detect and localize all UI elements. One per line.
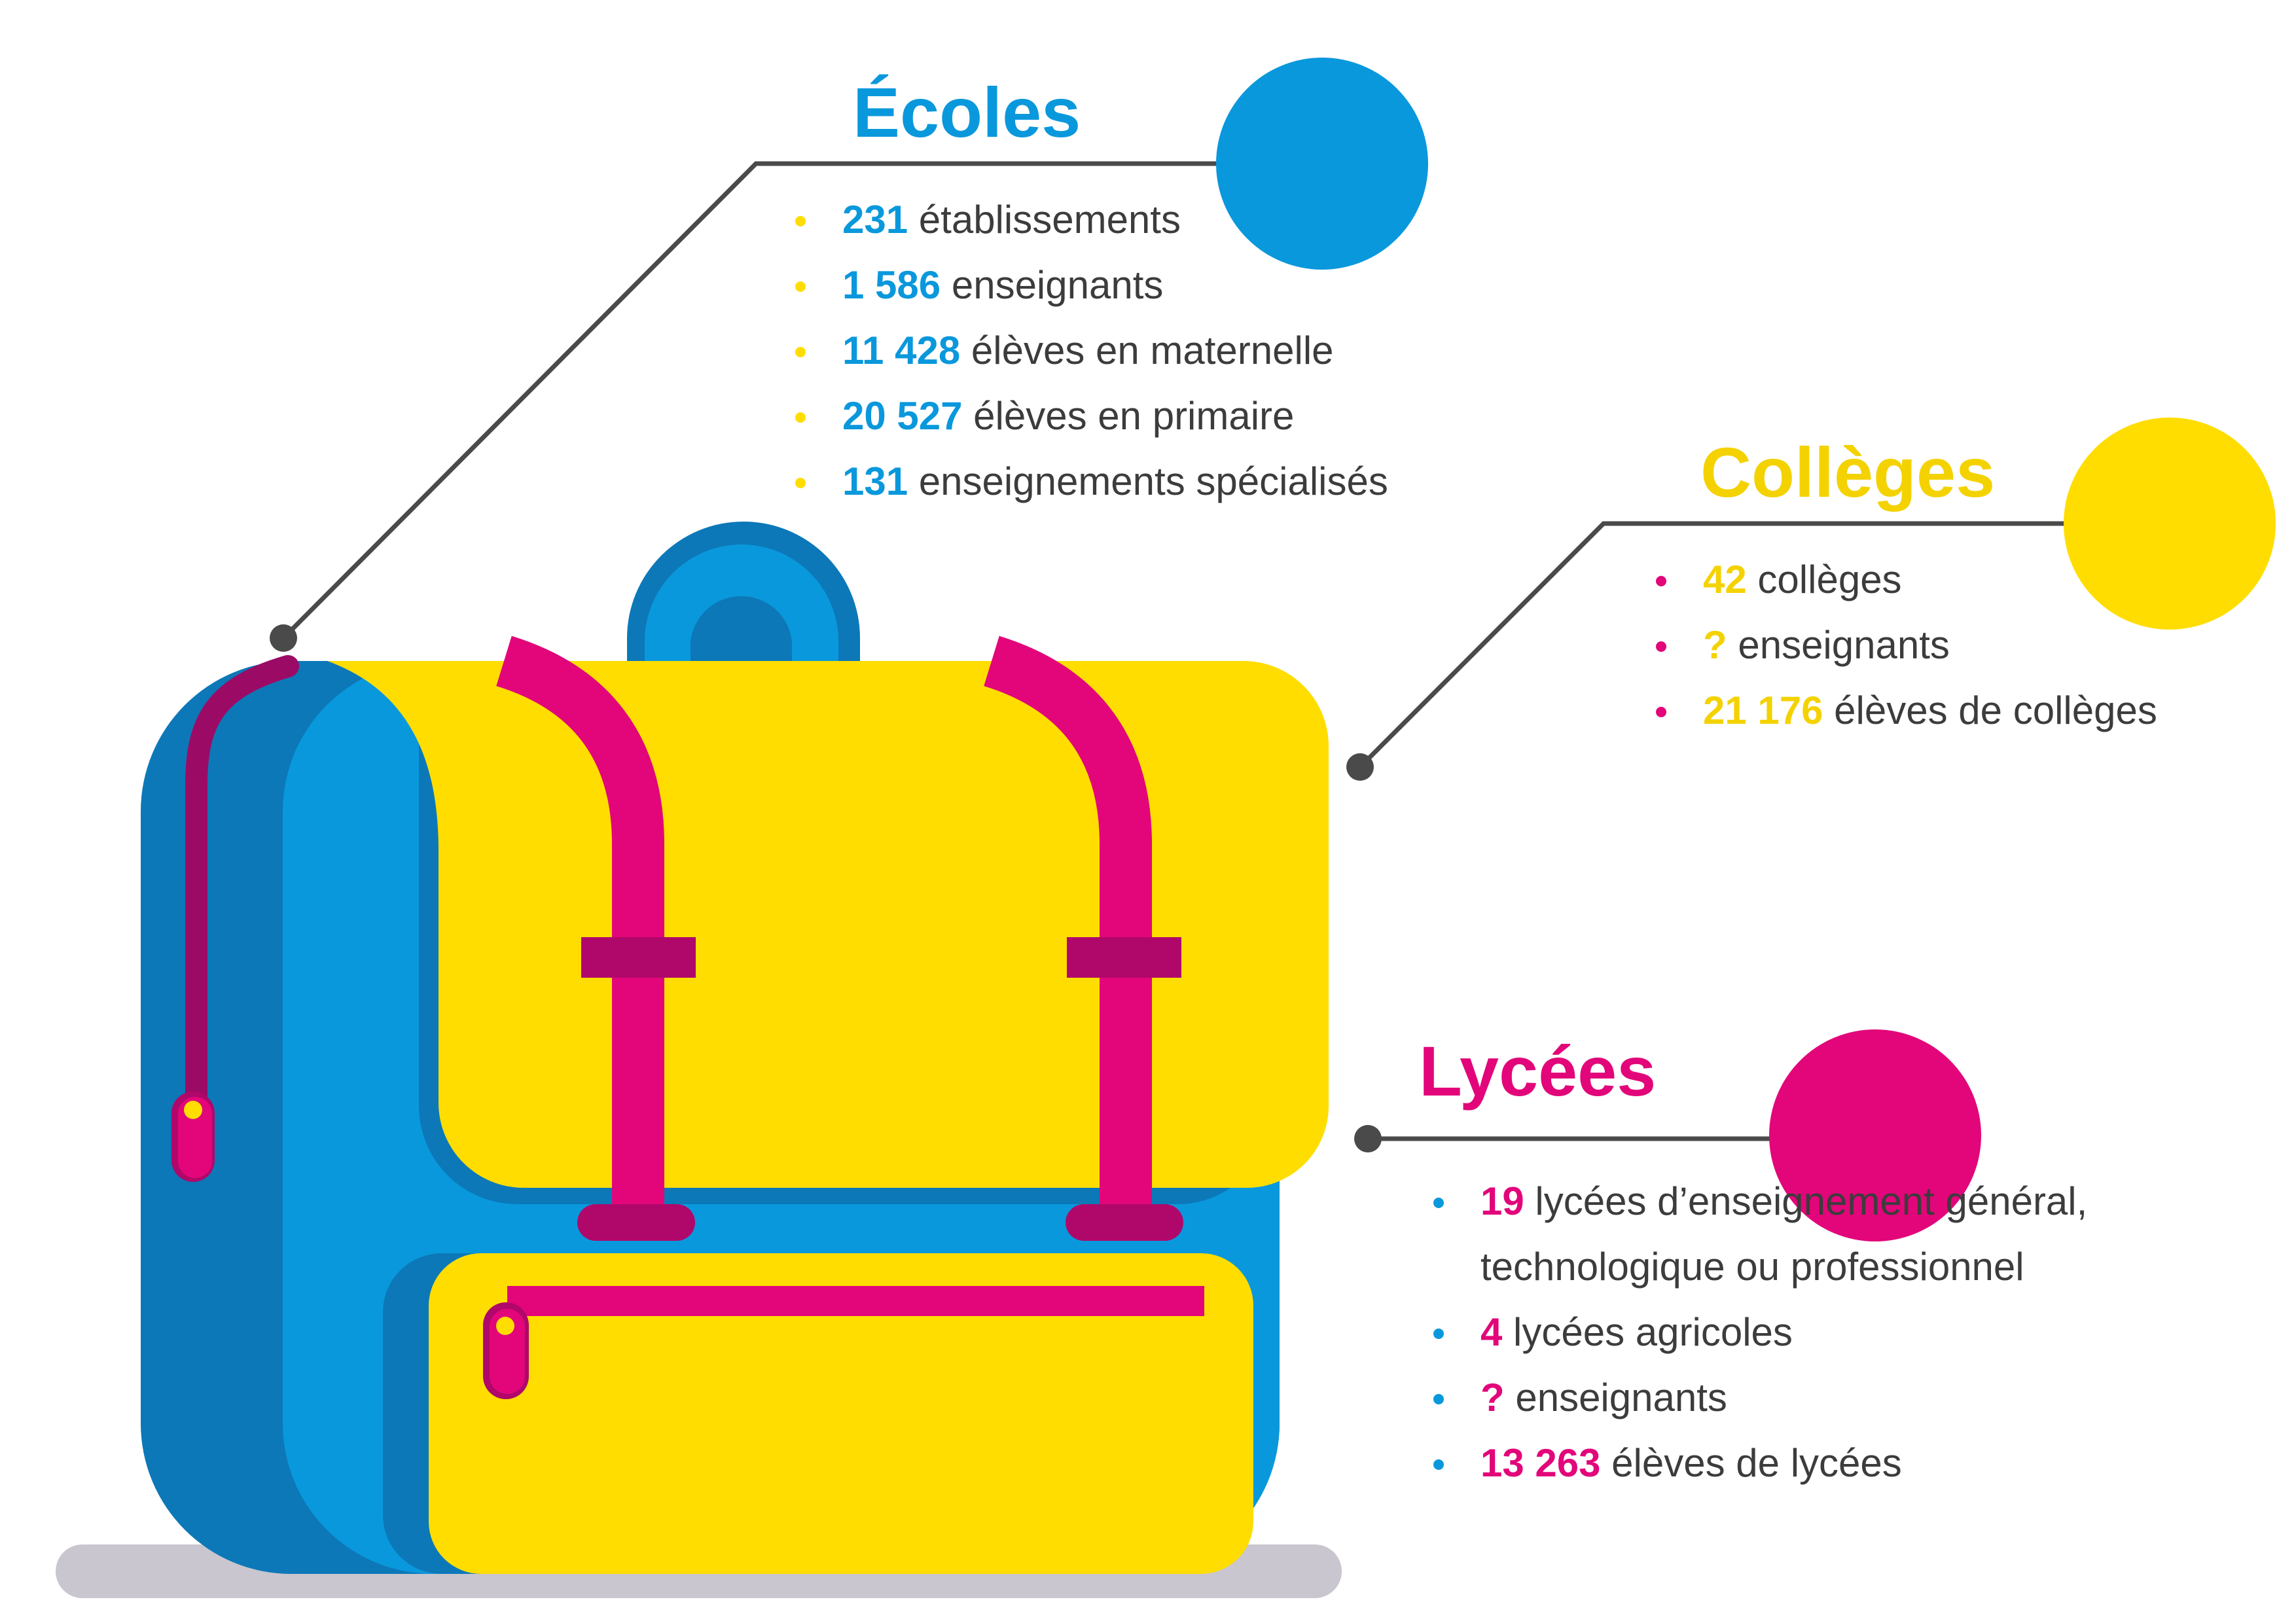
item-text: élèves de collèges: [1823, 688, 2157, 732]
item-text: enseignements spécialisés: [908, 459, 1388, 503]
front-pocket: [429, 1253, 1253, 1574]
bullet-dot: [795, 281, 806, 292]
item-number: 4: [1480, 1310, 1503, 1354]
bullet-dot: [795, 478, 806, 488]
lycees-connector-dot: [1354, 1125, 1382, 1152]
item-number: 11 428: [842, 329, 961, 372]
item-number: 231: [842, 198, 908, 241]
item-number: 21 176: [1703, 688, 1823, 732]
colleges-item: 42 collèges: [1656, 547, 2245, 613]
pocket-zipper: [507, 1286, 1204, 1316]
colleges-list: 42 collèges ? enseignants 21 176 élèves …: [1656, 547, 2245, 743]
colleges-item: 21 176 élèves de collèges: [1656, 678, 2245, 743]
strap-left: [495, 635, 664, 1211]
lycees-item: ? enseignants: [1433, 1365, 2284, 1431]
colleges-circle: [2064, 418, 2276, 630]
buckle-left: [581, 937, 696, 978]
bullet-dot: [1656, 707, 1666, 717]
side-zipper-hole: [184, 1101, 202, 1119]
item-text: lycées d’enseignement général, technolog…: [1480, 1179, 2088, 1289]
item-text: élèves en maternelle: [960, 329, 1334, 372]
item-text: collèges: [1746, 558, 1902, 601]
side-zipper: [185, 655, 299, 1111]
ecoles-item: 1 586 enseignants: [795, 253, 1581, 318]
item-number: ?: [1480, 1376, 1505, 1419]
backpack-handle: [645, 544, 838, 674]
bullet-dot: [1433, 1459, 1444, 1470]
strap-end-right: [1066, 1204, 1183, 1241]
item-number: ?: [1703, 623, 1727, 667]
item-number: 20 527: [842, 394, 963, 438]
side-zipper-pull-face: [178, 1097, 212, 1178]
bullet-dot: [1656, 641, 1666, 652]
ecoles-item: 20 527 élèves en primaire: [795, 383, 1581, 449]
colleges-connector-dot: [1346, 753, 1374, 781]
ecoles-list: 231 établissements 1 586 enseignants 11 …: [795, 187, 1581, 514]
backpack-flap: [327, 661, 1329, 1188]
lycees-list: 19 lycées d’enseignement général, techno…: [1433, 1169, 2284, 1496]
bullet-dot: [1656, 576, 1666, 586]
ecoles-circle: [1216, 58, 1428, 270]
colleges-title: Collèges: [1700, 433, 1996, 512]
item-number: 19: [1480, 1179, 1524, 1223]
bullet-dot: [795, 216, 806, 226]
lycees-circle: [1769, 1029, 1981, 1241]
ecoles-connector-dot: [270, 624, 297, 652]
bullet-dot: [795, 412, 806, 423]
lycees-title: Lycées: [1419, 1031, 1657, 1111]
strap-right: [983, 635, 1152, 1211]
item-text: élèves en primaire: [962, 394, 1295, 438]
item-number: 1 586: [842, 263, 941, 307]
ecoles-item: 131 enseignements spécialisés: [795, 449, 1581, 514]
item-text: enseignants: [941, 263, 1164, 307]
item-text: lycées agricoles: [1502, 1310, 1793, 1354]
bullet-dot: [795, 347, 806, 357]
colleges-connector: [1358, 521, 2068, 769]
lycees-item: 13 263 élèves de lycées: [1433, 1431, 2284, 1496]
bullet-dot: [1433, 1394, 1444, 1404]
buckle-right: [1067, 937, 1181, 978]
strap-end-left: [577, 1204, 695, 1241]
ecoles-item: 11 428 élèves en maternelle: [795, 318, 1581, 383]
lycees-item: 19 lycées d’enseignement général, techno…: [1433, 1169, 2284, 1300]
item-number: 13 263: [1480, 1441, 1601, 1485]
colleges-item: ? enseignants: [1656, 613, 2245, 678]
bullet-dot: [1433, 1329, 1444, 1339]
item-text: élèves de lycées: [1600, 1441, 1902, 1485]
ecoles-title: Écoles: [853, 73, 1081, 152]
pocket-zipper-hole: [496, 1317, 514, 1335]
item-text: enseignants: [1504, 1376, 1727, 1419]
item-number: 42: [1703, 558, 1747, 601]
lycees-item: 4 lycées agricoles: [1433, 1300, 2284, 1365]
item-text: établissements: [908, 198, 1181, 241]
ecoles-item: 231 établissements: [795, 187, 1581, 253]
bullet-dot: [1433, 1198, 1444, 1208]
item-text: enseignants: [1727, 623, 1950, 667]
ecoles-connector: [281, 161, 1221, 640]
item-number: 131: [842, 459, 908, 503]
